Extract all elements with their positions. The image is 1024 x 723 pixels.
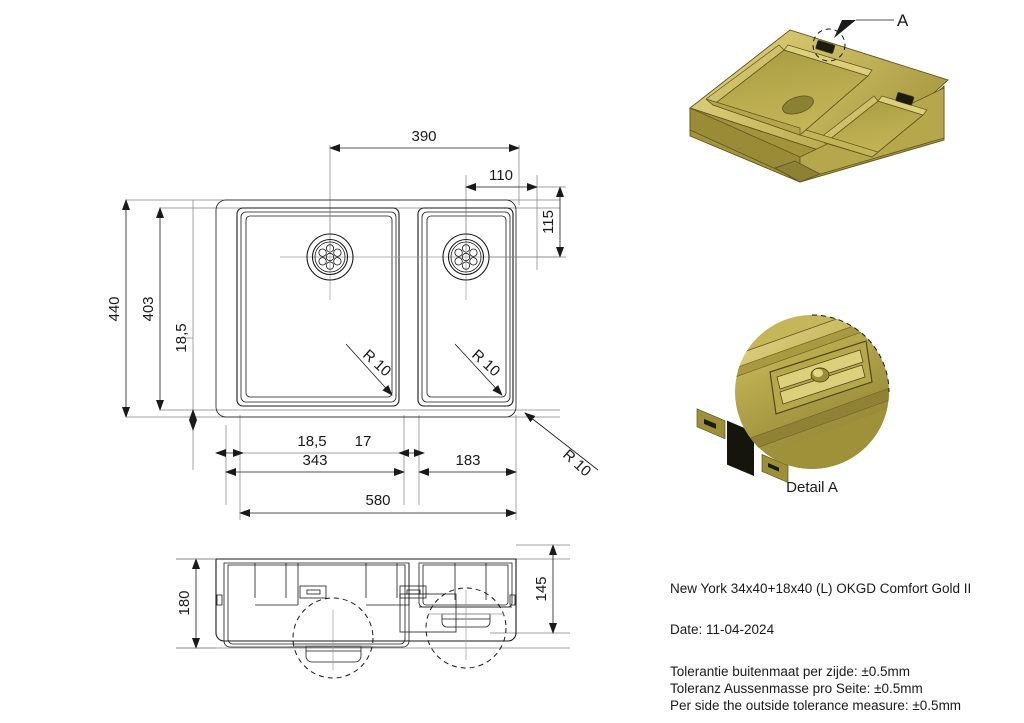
- dimension-115-label: 115: [540, 210, 557, 234]
- dimension-343-label: 343: [302, 452, 327, 469]
- left-bowl: [236, 207, 400, 407]
- isometric-view: A: [689, 11, 949, 483]
- section-left-bowl-inner: [227, 564, 406, 645]
- dimension-row-mid: 343 183: [225, 452, 517, 476]
- detail-a-caption: Detail A: [786, 479, 838, 496]
- front-section-view: 180 145: [176, 544, 570, 679]
- dimension-110: 110: [465, 167, 538, 191]
- section-right-bowl-inner: [422, 564, 509, 606]
- detail-circle-a: [812, 28, 846, 62]
- dimension-390-label: 390: [411, 128, 436, 145]
- product-name: New York 34x40+18x40 (L) OKGD Comfort Go…: [670, 581, 971, 596]
- right-bowl: [417, 207, 514, 407]
- tolerance-en: Per side the outside tolerance measure: …: [670, 698, 961, 713]
- iso-drain-protrusion: [774, 160, 821, 183]
- dimension-390: 390: [329, 128, 520, 152]
- left-drain: [306, 233, 354, 281]
- iso-overflow-slot-right: [895, 92, 915, 106]
- dimension-180: 180: [176, 558, 216, 649]
- title-block: New York 34x40+18x40 (L) OKGD Comfort Go…: [670, 581, 971, 713]
- sink-outer-flange: [215, 199, 517, 418]
- iso-left-drain-hole: [782, 95, 814, 115]
- dimension-183-label: 183: [455, 452, 480, 469]
- dimension-110-label: 110: [489, 167, 513, 184]
- iso-black-panel-left: [727, 420, 754, 477]
- section-body-outline: [215, 558, 517, 642]
- right-drain: [442, 233, 490, 281]
- dimension-145: 145: [516, 544, 570, 634]
- dimension-440: 440: [106, 199, 130, 418]
- iso-right-bowl-wall-b: [877, 95, 928, 116]
- dimension-403: 403: [140, 207, 164, 411]
- dimension-580: 580: [239, 492, 517, 517]
- section-internal-structure: [216, 563, 516, 633]
- tolerance-nl: Tolerantie buitenmaat per zijde: ±0.5mm: [670, 664, 910, 679]
- dimension-403-label: 403: [140, 296, 157, 321]
- dimension-580-label: 580: [365, 492, 390, 509]
- dimension-440-label: 440: [106, 296, 123, 321]
- section-left-bowl: [223, 562, 410, 648]
- dimension-17-label: 17: [355, 433, 372, 450]
- section-left-drain: [290, 597, 375, 679]
- date-label: Date: 11-04-2024: [670, 622, 775, 637]
- tolerance-de: Toleranz Aussenmasse pro Seite: ±0.5mm: [670, 681, 923, 696]
- section-right-drain: [425, 587, 507, 669]
- iso-divider-ridge: [799, 129, 879, 158]
- dimension-115: 115: [490, 186, 566, 258]
- dimension-18-5-label: 18,5: [297, 433, 326, 450]
- dimension-18-5-vertical: 18,5: [173, 323, 197, 431]
- dimension-18-5-vertical-label: 18,5: [173, 323, 190, 352]
- callout-a-arrow: [834, 20, 856, 38]
- dimension-145-label: 145: [533, 576, 550, 601]
- callout-a-label: A: [897, 11, 909, 30]
- iso-mounting-clips: [696, 408, 789, 483]
- dimension-row-small: 18,5 17: [215, 433, 425, 457]
- iso-left-bowl-wall-b: [783, 44, 873, 77]
- iso-overflow-slot-left: [815, 40, 836, 54]
- detail-overflow-plate: [769, 340, 873, 415]
- dimension-180-label: 180: [176, 590, 193, 615]
